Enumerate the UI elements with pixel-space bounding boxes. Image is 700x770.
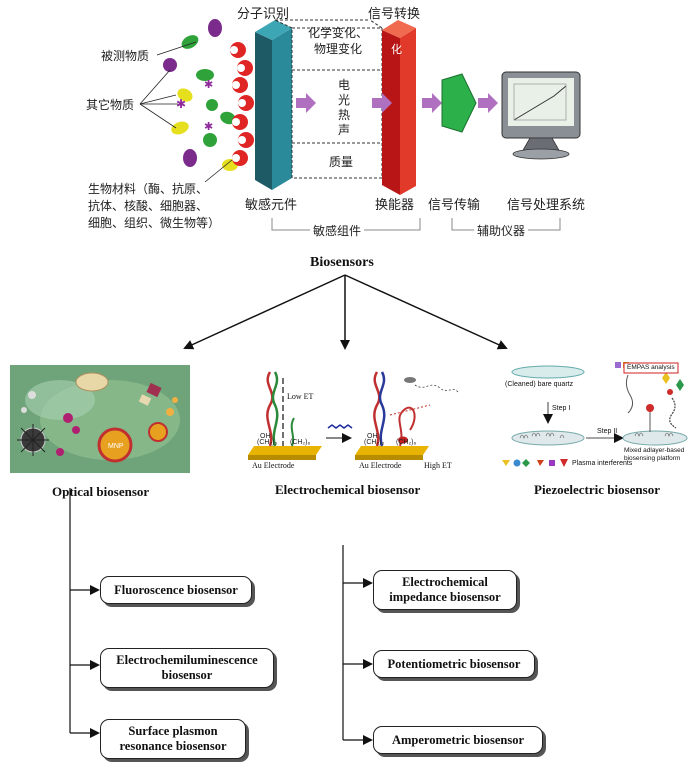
sensing-membrane [255, 20, 292, 190]
changes-label: 化学变化、 物理变化 [307, 26, 368, 56]
flow-arrows [296, 93, 498, 113]
biomaterials-label: 生物材料（酶、抗原、 抗体、核酸、细胞器、 细胞、组织、微生物等） [88, 182, 221, 230]
empas-box [623, 362, 679, 374]
svg-text:✱: ✱ [204, 79, 213, 91]
transmission-label: 信号传输 [428, 198, 481, 213]
ecl-biosensor-box: Electrochemiluminescence biosensor [100, 648, 274, 688]
chain-label-4: (CH₂)₆ [396, 439, 416, 446]
sensing-assembly-label: 敏感组件 [310, 222, 365, 239]
fluorescence-biosensor-box: Fluoroscence biosensor [100, 576, 252, 604]
main-title: Biosensors [310, 255, 374, 270]
conversion-label: 信号转换 [368, 7, 421, 22]
svg-text:✱: ✱ [176, 97, 186, 111]
chain-label-1: (CH₂)₆ [257, 439, 277, 446]
signal-transmission-block [441, 73, 477, 133]
analyte-label: 被测物质 [101, 49, 150, 63]
potentiometric-biosensor-box: Potentiometric biosensor [373, 650, 535, 678]
mass-label: 质量 [329, 155, 354, 169]
signal-types: 电 光 热 声 [338, 78, 351, 137]
svg-text:✱: ✱ [204, 121, 213, 133]
high-et-label: High ET [424, 461, 452, 470]
molecule-cloud: ✱ ✱ ✱ [163, 19, 254, 171]
platform-label: Mixed adlayer-based biosensing platform [624, 447, 685, 462]
electrochemical-title: Electrochemical biosensor [275, 482, 421, 497]
mnp-label: MNP [108, 443, 124, 450]
optical-biosensor-image: MNP [10, 365, 190, 473]
chain-label-3: (CH₂)₆ [364, 439, 384, 446]
step1-label: Step I [552, 405, 571, 412]
chain-label-2: (CH₂)₆ [290, 439, 310, 446]
step2-label: Step II [597, 428, 618, 435]
impedance-biosensor-box: Electrochemical impedance biosensor [373, 570, 517, 610]
piezoelectric-title: Piezoelectric biosensor [534, 482, 660, 497]
transducer-plate [382, 20, 416, 195]
sensing-element-label: 敏感元件 [245, 198, 298, 213]
quartz-label: (Cleaned) bare quartz [505, 381, 574, 388]
piezoelectric-biosensor-image [502, 362, 688, 467]
optical-title: Optical biosensor [52, 484, 150, 499]
interferents-label: Plasma interferents [572, 460, 633, 467]
spr-biosensor-box: Surface plasmon resonance biosensor [100, 719, 246, 759]
oh-label-1: OH [260, 433, 271, 440]
low-et-label: Low ET [287, 392, 314, 401]
chem-mark: 化 [391, 43, 402, 56]
recognition-label: 分子识别 [237, 7, 290, 22]
processing-label: 信号处理系统 [507, 198, 586, 213]
electrochemical-biosensor-image: OH (CH₂)₆ (CH₂)₆ OH (CH₂)₆ (CH₂)₆ [248, 371, 459, 460]
aux-instrument-label: 辅助仪器 [474, 222, 529, 239]
monitor-icon [501, 71, 581, 160]
amperometric-biosensor-box: Amperometric biosensor [373, 726, 543, 754]
empas-label: EMPAS analysis [627, 364, 675, 371]
electrode-label-right: Au Electrode [359, 461, 402, 470]
oh-label-2: OH [367, 433, 378, 440]
transducer-label: 换能器 [375, 198, 415, 213]
other-substance-label: 其它物质 [86, 98, 135, 112]
electrode-label-left: Au Electrode [252, 461, 295, 470]
